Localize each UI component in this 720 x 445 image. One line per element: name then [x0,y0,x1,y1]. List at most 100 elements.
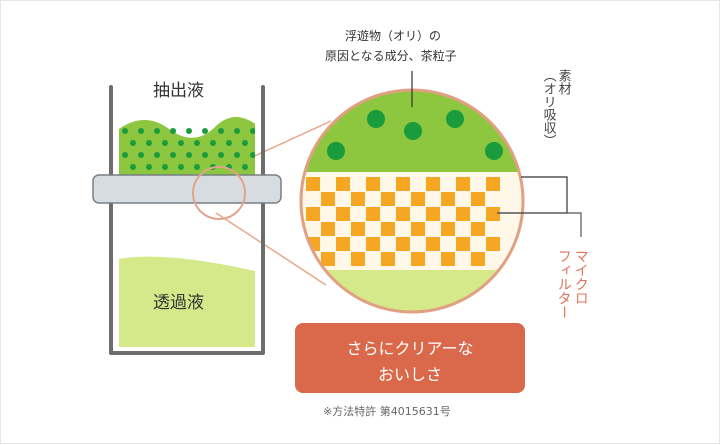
filter-cell [306,207,320,221]
extract-particle [170,128,176,134]
particle-note-line1: 浮遊物（オリ）の [345,29,442,43]
filter-cell [486,207,500,221]
extract-particle [146,140,152,146]
filter-cell [441,252,455,266]
filter-cell [426,237,440,251]
filter-cell [381,192,395,206]
microfilter-label-line1: マイクロ [572,249,589,305]
filter-cell [321,192,335,206]
extract-particle [218,128,224,134]
extract-particle [138,128,144,134]
filter-cell [366,237,380,251]
filter-cell [456,177,470,191]
filter-cell [471,192,485,206]
filter-cell [321,252,335,266]
result-text-line2: おいしさ [377,365,442,384]
filter-cell [471,222,485,236]
extract-particle [242,140,248,146]
filter-cell [411,252,425,266]
filter-checker [306,177,500,266]
extract-particle [242,164,248,170]
extract-particle [130,140,136,146]
tea-particles [327,110,503,160]
extract-particles [122,128,255,170]
tea-particle [485,142,503,160]
extract-particle [122,128,128,134]
filter-cell [426,177,440,191]
filter-cell [381,252,395,266]
material-label: 素材 [555,69,571,95]
extract-particle [162,140,168,146]
filter-cell [486,237,500,251]
extract-particle [202,152,208,158]
filter-cell [336,177,350,191]
extract-particle [146,164,152,170]
extract-particle [122,152,128,158]
extract-particle [186,128,192,134]
extract-particle [162,164,168,170]
filter-cell [306,177,320,191]
magnified-circle [299,88,525,314]
filter-cell [396,177,410,191]
filter-band [92,174,282,204]
result-text-line1: さらにクリアーな [346,339,474,358]
filter-cell [396,207,410,221]
extract-particle [234,152,240,158]
filter-cell [486,177,500,191]
filter-cell [456,207,470,221]
filter-cell [426,207,440,221]
extract-particle [154,128,160,134]
filter-cell [336,237,350,251]
magnifier-small-circle [192,166,246,220]
extract-particle [218,152,224,158]
result-box: さらにクリアーな おいしさ [295,323,525,393]
tea-particle [327,142,345,160]
filtrate-label: 透過液 [153,293,204,313]
filtrate-liquid [119,256,255,347]
tea-particle [367,110,385,128]
extract-particle [202,128,208,134]
filter-cell [411,222,425,236]
filter-cell [381,222,395,236]
filter-cell [366,177,380,191]
extract-label: 抽出液 [153,81,204,101]
filter-bracket [497,212,582,237]
extract-particle [186,152,192,158]
extract-particle [154,152,160,158]
extract-particle [234,128,240,134]
filter-cell [351,252,365,266]
extract-particle [250,152,255,158]
filter-cell [366,207,380,221]
filter-cell [411,192,425,206]
filter-cell [321,222,335,236]
filter-cell [456,237,470,251]
filter-cell [396,237,410,251]
tea-particle [404,122,422,140]
extract-particle [194,164,200,170]
filter-cell [441,222,455,236]
filter-cell [351,192,365,206]
extract-particle [210,140,216,146]
microfilter-label-line2: フィルター [555,249,572,319]
particle-note-line2: 原因となる成分、茶粒子 [325,49,457,63]
patent-note: ※方法特許 第4015631号 [323,405,451,418]
filter-cell [441,192,455,206]
tea-particle [446,110,464,128]
extract-particle [226,140,232,146]
material-sublabel: （オリ吸収） [540,69,556,147]
extract-particle [178,140,184,146]
extract-particle [130,164,136,170]
filter-cell [351,222,365,236]
extract-particle [170,152,176,158]
extract-particle [250,128,255,134]
callout-line-bottom [215,212,327,286]
extract-particle [138,152,144,158]
filter-cell [471,252,485,266]
filter-cell [336,207,350,221]
extract-particle [194,140,200,146]
extract-liquid [119,117,255,177]
container [92,85,282,355]
extract-particle [178,164,184,170]
